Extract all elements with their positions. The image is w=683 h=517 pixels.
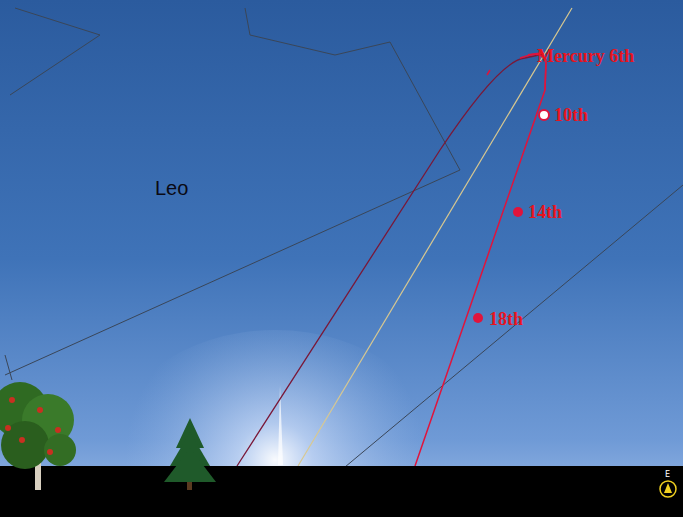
date-label: 14th bbox=[528, 203, 562, 221]
compass-symbol bbox=[660, 481, 676, 497]
ecliptic-line bbox=[237, 53, 548, 466]
pine-tree bbox=[164, 418, 216, 490]
horizon-line bbox=[298, 8, 572, 466]
date-label: 10th bbox=[554, 106, 588, 124]
ground bbox=[0, 466, 683, 517]
path-tick bbox=[487, 62, 546, 90]
compass-label: E bbox=[665, 471, 670, 479]
date-label: 18th bbox=[489, 310, 523, 328]
planet-label: Mercury 6th bbox=[537, 47, 634, 65]
position-dot bbox=[539, 110, 549, 120]
sun-ray bbox=[278, 385, 283, 465]
mercury-path bbox=[415, 54, 546, 466]
constellation-boundaries bbox=[5, 8, 683, 467]
apple-tree bbox=[0, 382, 76, 490]
position-dot bbox=[473, 313, 483, 323]
position-dot bbox=[513, 207, 523, 217]
constellation-name: Leo bbox=[155, 178, 188, 198]
